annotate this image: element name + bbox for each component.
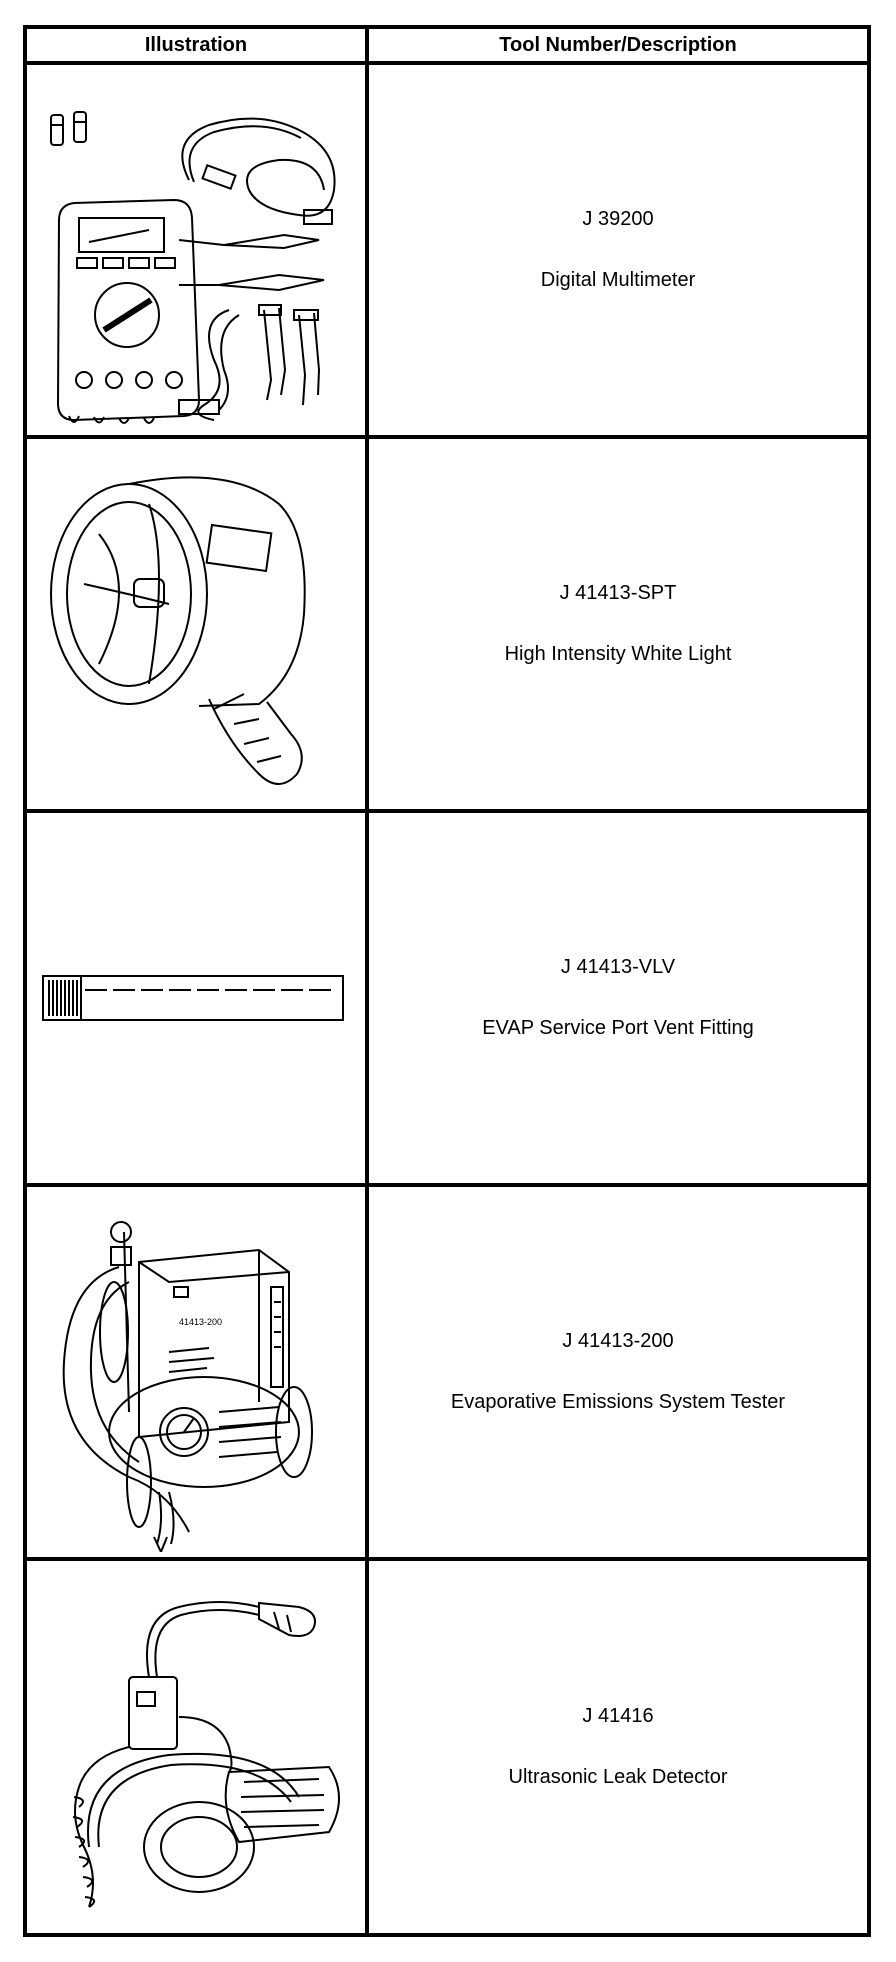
table-row: J 41416 Ultrasonic Leak Detector: [27, 1561, 867, 1933]
description-cell: J 41413-VLV EVAP Service Port Vent Fitti…: [369, 813, 867, 1183]
digital-multimeter-illustration: [29, 70, 363, 430]
table-row: J 41413-VLV EVAP Service Port Vent Fitti…: [27, 813, 867, 1187]
tool-number: J 41413-200: [562, 1330, 674, 1352]
description-cell: J 41416 Ultrasonic Leak Detector: [369, 1561, 867, 1933]
tool-number: J 39200: [582, 208, 654, 230]
tester-label: 41413-200: [179, 1317, 222, 1327]
description-cell: J 41413-SPT High Intensity White Light: [369, 439, 867, 809]
illustration-cell: [27, 439, 369, 809]
table-row: 41413-200 J 41413-200 Evapo: [27, 1187, 867, 1561]
header-tool-description: Tool Number/Description: [499, 33, 737, 56]
emissions-tester-illustration: 41413-200: [29, 1192, 363, 1552]
table-row: J 39200 Digital Multimeter: [27, 65, 867, 439]
tool-number: J 41416: [582, 1705, 654, 1727]
illustration-cell: [27, 65, 369, 435]
tool-table: Illustration Tool Number/Description: [23, 25, 871, 1937]
description-cell: J 41413-200 Evaporative Emissions System…: [369, 1187, 867, 1557]
tool-description: High Intensity White Light: [504, 643, 732, 665]
spotlight-illustration: [29, 444, 363, 804]
illustration-cell: [27, 1561, 369, 1933]
tool-number: J 41413-SPT: [559, 582, 677, 604]
illustration-cell: [27, 813, 369, 1183]
tool-description: Evaporative Emissions System Tester: [450, 1391, 786, 1413]
description-cell: J 39200 Digital Multimeter: [369, 65, 867, 435]
leak-detector-illustration: [29, 1567, 363, 1927]
tool-description: EVAP Service Port Vent Fitting: [482, 1017, 754, 1039]
table-header: Illustration Tool Number/Description: [27, 29, 867, 65]
tool-description: Ultrasonic Leak Detector: [508, 1766, 728, 1788]
tool-description: Digital Multimeter: [540, 269, 696, 291]
illustration-cell: 41413-200: [27, 1187, 369, 1557]
vent-fitting-illustration: [29, 818, 363, 1178]
table-row: J 41413-SPT High Intensity White Light: [27, 439, 867, 813]
tool-number: J 41413-VLV: [560, 956, 676, 978]
header-illustration: Illustration: [27, 29, 369, 61]
